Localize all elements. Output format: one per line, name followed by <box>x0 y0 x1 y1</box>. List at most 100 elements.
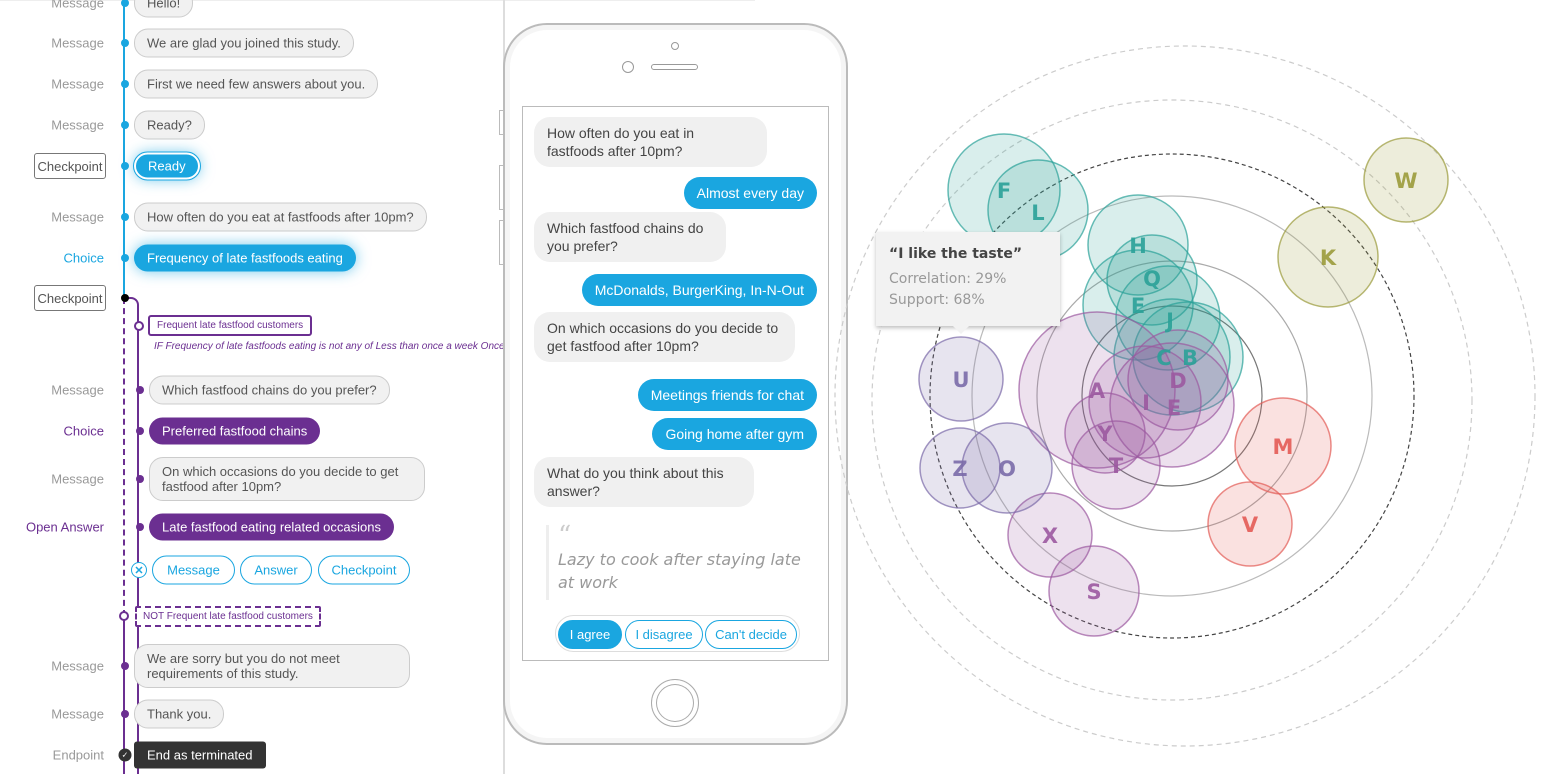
add-answer-button[interactable]: Answer <box>240 555 312 585</box>
message-bubble[interactable]: We are sorry but you do not meet require… <box>134 644 410 688</box>
bubble-label: O <box>998 457 1016 481</box>
phone-side-button <box>499 110 504 135</box>
branch-yes-label[interactable]: Frequent late fastfood customers <box>148 315 313 336</box>
bubble-label: S <box>1086 580 1101 604</box>
bubble-j[interactable] <box>1115 265 1221 371</box>
timeline-node <box>136 386 144 394</box>
bubble-label: C <box>1156 346 1171 370</box>
bubble-label: V <box>1242 513 1259 537</box>
bubble-label: W <box>1394 169 1417 193</box>
timeline-node <box>121 162 129 170</box>
bubble-z[interactable] <box>919 427 1001 509</box>
message-bubble[interactable]: Hello! <box>134 0 194 18</box>
ring <box>871 99 1473 701</box>
branch-node <box>119 611 129 621</box>
bubble-label: H <box>1129 234 1147 258</box>
bubble-m[interactable] <box>1234 397 1332 495</box>
message-bubble[interactable]: First we need few answers about you. <box>134 69 379 99</box>
bubble-u[interactable] <box>918 336 1004 422</box>
timeline-no-branch <box>123 298 125 616</box>
bubble-label: F <box>997 179 1011 203</box>
bubble-d[interactable] <box>1127 329 1229 431</box>
bubble-label: J <box>1164 309 1174 333</box>
bubble-a[interactable] <box>1018 311 1176 469</box>
quote-icon: “ <box>558 521 572 551</box>
agree-button[interactable]: I agree <box>558 620 622 649</box>
bubble-y[interactable] <box>1064 392 1146 474</box>
bubble-b[interactable] <box>1132 301 1244 413</box>
tooltip: “I like the taste” Correlation: 29% Supp… <box>876 232 1060 334</box>
bubble-label: I <box>1142 391 1150 415</box>
add-checkpoint-button[interactable]: Checkpoint <box>318 555 410 585</box>
bubble-f[interactable] <box>947 133 1061 247</box>
timeline-node <box>121 0 129 7</box>
bubble-label: Z <box>952 457 967 481</box>
branch-condition: IF Frequency of late fastfoods eating is… <box>154 341 503 352</box>
disagree-button[interactable]: I disagree <box>625 620 703 649</box>
message-bubble[interactable]: Which fastfood chains do you prefer? <box>149 375 390 405</box>
row-type-label: Message <box>51 209 104 225</box>
camera-icon <box>671 42 679 50</box>
bubble-q[interactable] <box>1106 234 1198 326</box>
endpoint-pill[interactable]: End as terminated <box>134 741 266 769</box>
bubble-o[interactable] <box>961 422 1053 514</box>
choice-pill[interactable]: Preferred fastfood chains <box>149 417 321 445</box>
bubble-label: Q <box>1143 267 1161 291</box>
home-button[interactable] <box>651 679 699 727</box>
row-type-label: Message <box>51 706 104 722</box>
row-type-label: Choice <box>63 423 104 439</box>
bubble-v[interactable] <box>1207 481 1293 567</box>
answer-group <box>555 615 800 652</box>
timeline-node <box>121 662 129 670</box>
timeline-node <box>121 294 129 302</box>
bubble-i[interactable] <box>1088 345 1202 459</box>
bubble-label: B <box>1182 346 1198 370</box>
user-message: McDonalds, BurgerKing, In-N-Out <box>581 274 817 306</box>
message-bubble[interactable]: On which occasions do you decide to get … <box>149 457 425 501</box>
phone-side-button <box>499 220 504 265</box>
tooltip-arrow <box>953 326 969 334</box>
check-icon: ✓ <box>118 748 132 762</box>
bubble-c[interactable] <box>1113 298 1231 416</box>
row-type-label: Message <box>51 117 104 133</box>
quote-bar <box>546 525 549 600</box>
row-type-label: Endpoint <box>52 747 104 763</box>
row-type-label: Message <box>51 35 104 51</box>
ring <box>1036 260 1308 532</box>
timeline-no-branch-solid <box>123 616 125 774</box>
timeline-node <box>136 475 144 483</box>
bubble-e[interactable] <box>1082 249 1194 361</box>
bubble-t[interactable] <box>1071 420 1161 510</box>
add-message-button[interactable]: Message <box>152 555 235 585</box>
branch-node <box>134 321 144 331</box>
bot-message: On which occasions do you decide to get … <box>534 312 795 362</box>
bubble-s[interactable] <box>1048 545 1140 637</box>
bubble-k[interactable] <box>1277 206 1379 308</box>
message-bubble[interactable]: Ready? <box>134 110 205 140</box>
timeline-node <box>121 213 129 221</box>
timeline-main <box>123 0 125 298</box>
bubble-label: D <box>1169 369 1186 393</box>
row-type-label: Message <box>51 382 104 398</box>
choice-pill[interactable]: Late fastfood eating related occasions <box>149 513 394 541</box>
message-bubble[interactable]: Thank you. <box>134 699 225 729</box>
checkpoint-pill[interactable]: Ready <box>133 151 201 181</box>
user-message: Going home after gym <box>652 418 817 450</box>
bubble-w[interactable] <box>1363 137 1449 223</box>
bubble-label: A <box>1089 379 1106 403</box>
row-type-label: Choice <box>63 250 104 266</box>
message-bubble[interactable]: We are glad you joined this study. <box>134 28 354 58</box>
branch-no-label[interactable]: NOT Frequent late fastfood customers <box>135 606 321 627</box>
cant-decide-button[interactable]: Can't decide <box>705 620 797 649</box>
bubble-h[interactable] <box>1087 194 1189 296</box>
bubble-label: Y <box>1096 422 1113 446</box>
bubble-x[interactable] <box>1007 492 1093 578</box>
timeline-node <box>121 121 129 129</box>
bubble-e[interactable] <box>1109 342 1235 468</box>
timeline-node <box>121 710 129 718</box>
message-bubble[interactable]: How often do you eat at fastfoods after … <box>134 202 427 232</box>
user-message: Meetings friends for chat <box>637 379 817 411</box>
close-icon[interactable]: ✕ <box>131 562 147 578</box>
choice-pill[interactable]: Frequency of late fastfoods eating <box>134 244 356 272</box>
bubble-label: X <box>1042 524 1058 548</box>
